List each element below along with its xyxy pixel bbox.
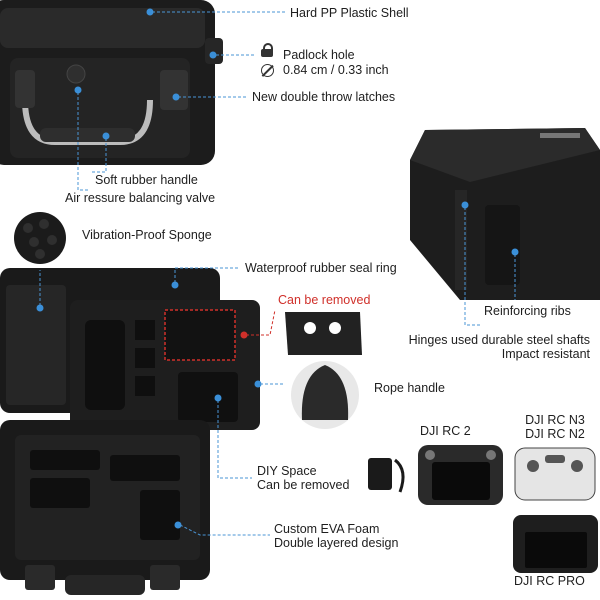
label-diy-removed: Can be removed (257, 478, 350, 492)
sponge-swatch (14, 212, 66, 264)
label-rcpro: DJI RC PRO (514, 574, 585, 588)
label-diy: DIY Space (257, 464, 317, 478)
label-sponge: Vibration-Proof Sponge (82, 228, 212, 242)
label-handle: Soft rubber handle (95, 173, 198, 187)
label-padlock: Padlock hole (283, 48, 355, 62)
label-shell: Hard PP Plastic Shell (290, 6, 409, 20)
callout-leaders (36, 8, 519, 536)
label-rcn2: DJI RC N2 (525, 427, 585, 441)
label-rcn3: DJI RC N3 (525, 413, 585, 427)
removable-foam-piece (285, 312, 362, 355)
rope-handle-photo (291, 361, 359, 429)
controller-rcn3 (514, 447, 596, 501)
controller-rcpro (513, 515, 598, 573)
accessories-small (368, 458, 405, 493)
label-valve: Air ressure balancing valve (65, 191, 216, 205)
case-front-closed (0, 0, 223, 165)
label-foam: Custom EVA Foam (274, 522, 380, 536)
case-back-closed (410, 128, 600, 300)
controller-rc2 (418, 445, 503, 505)
padlock-icon (261, 43, 273, 57)
label-impact: Impact resistant (501, 347, 590, 361)
label-padlock-size: 0.84 cm / 0.33 inch (283, 63, 389, 77)
label-latches: New double throw latches (252, 90, 396, 104)
label-rope: Rope handle (374, 381, 445, 395)
case-open (0, 268, 260, 595)
label-removable: Can be removed (278, 293, 371, 307)
label-seal: Waterproof rubber seal ring (245, 261, 397, 275)
label-foam-layers: Double layered design (274, 536, 399, 550)
label-hinges: Hinges used durable steel shafts (408, 333, 590, 347)
label-ribs: Reinforcing ribs (484, 304, 571, 318)
label-rc2: DJI RC 2 (420, 424, 471, 438)
diameter-icon (261, 64, 274, 77)
